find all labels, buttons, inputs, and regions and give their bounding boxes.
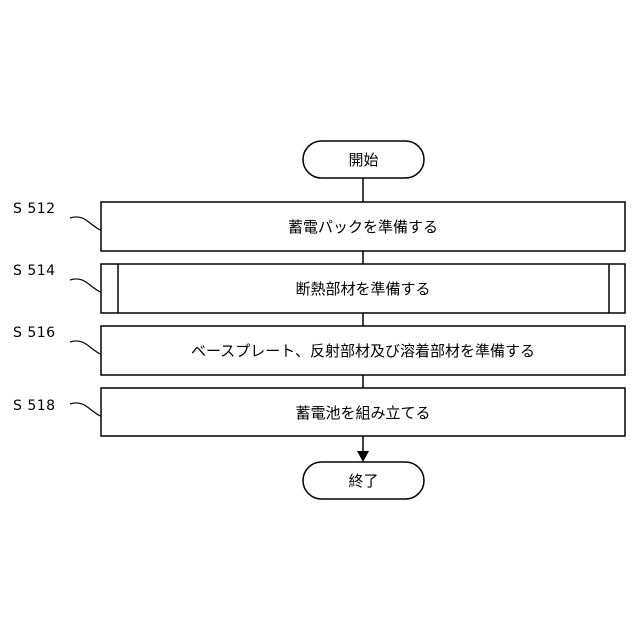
step-label-s516: S 516	[13, 325, 56, 341]
step-label-s512: S 512	[13, 201, 56, 217]
step-label-s514: S 514	[13, 263, 56, 279]
leader-line-s516	[70, 341, 101, 354]
leader-line-s512	[70, 217, 101, 230]
step-text-s512: 蓄電パックを準備する	[101, 202, 625, 251]
end-label: 終了	[303, 462, 424, 499]
leader-line-s514	[70, 279, 101, 292]
step-text-s516: ベースプレート、反射部材及び溶着部材を準備する	[101, 326, 625, 375]
arrowhead-to-end	[357, 451, 369, 462]
leader-line-s518	[70, 403, 101, 416]
step-text-s514: 断熱部材を準備する	[101, 264, 625, 313]
start-label: 開始	[303, 141, 424, 178]
step-text-s518: 蓄電池を組み立てる	[101, 388, 625, 436]
step-label-s518: S 518	[13, 398, 56, 414]
